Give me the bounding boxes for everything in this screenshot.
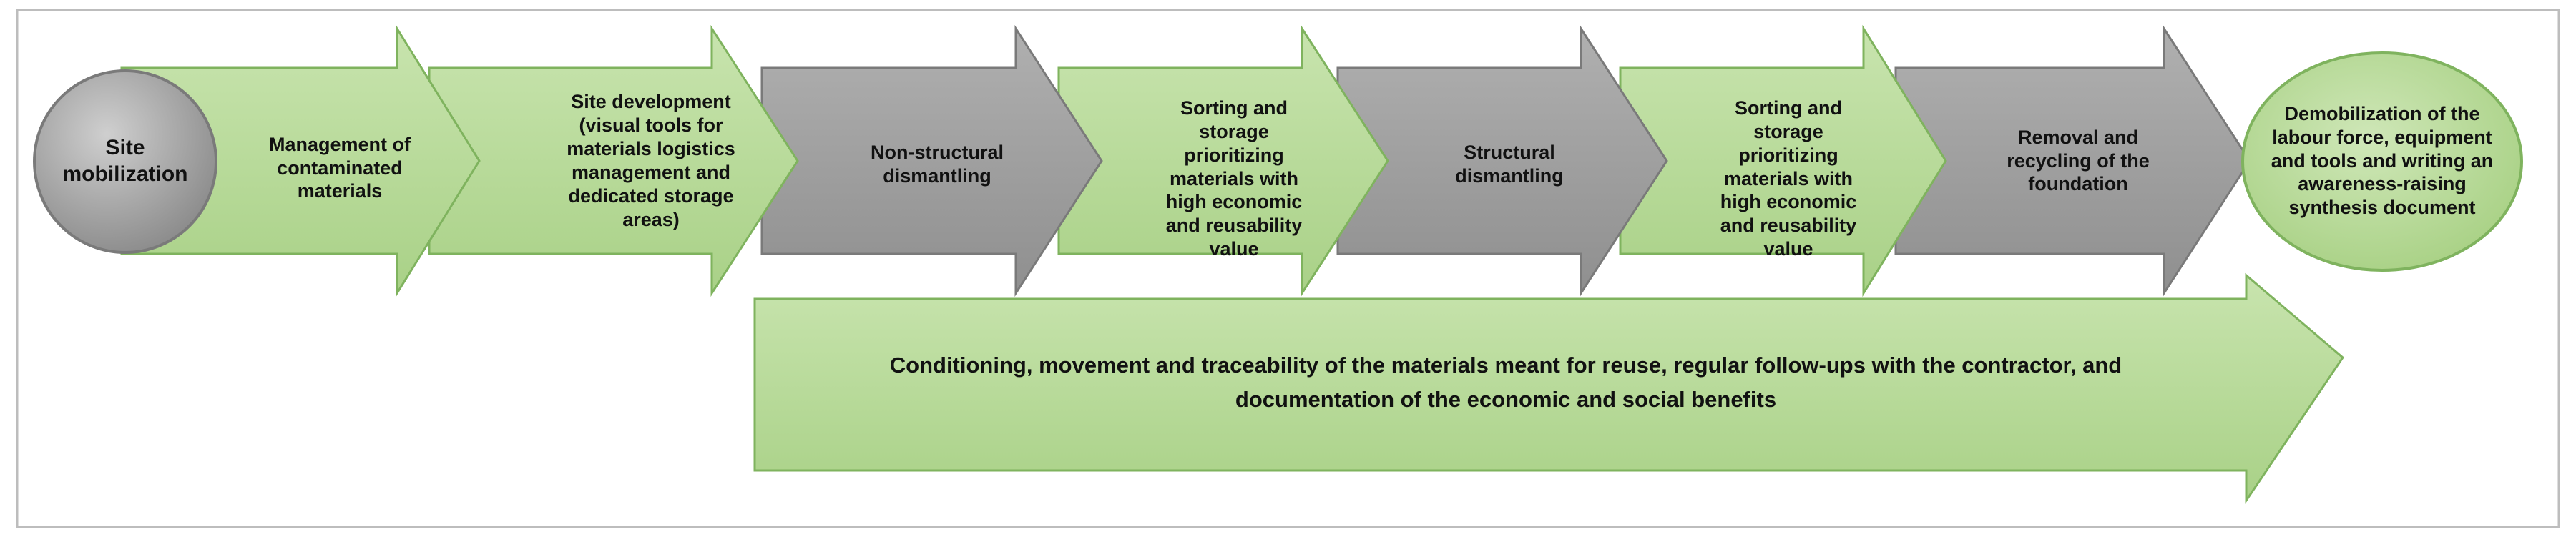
step-label-7: Removal and recycling of the foundation [2007,126,2150,195]
step-label-1: Management of contaminated materials [268,133,411,202]
step-arrow-5 [1336,24,1668,297]
bottom-arrow-label: Conditioning, movement and traceability … [889,352,2122,412]
step-label-6: Sorting and storage prioritizing materia… [1720,97,1857,260]
end-node-label: Demobilization of the labour force, equi… [2271,102,2494,219]
step-arrow-1 [120,24,481,297]
bottom-arrow-shape [753,272,2344,504]
step-arrow-2 [428,24,799,297]
end-node-ellipse [2241,51,2523,272]
step-arrow-4 [1057,24,1389,297]
step-arrow-7 [1894,24,2251,297]
step-label-3: Non-structural dismantling [870,142,1004,187]
step-label-5: Structural dismantling [1455,142,1564,187]
step-arrow-3 [760,24,1103,297]
start-node-circle [33,69,217,254]
start-node-label: Site mobilization [62,136,188,186]
step-arrow-6 [1619,24,1947,297]
step-label-2: Site development (visual tools for mater… [567,91,735,230]
step-label-4: Sorting and storage prioritizing materia… [1165,97,1303,260]
